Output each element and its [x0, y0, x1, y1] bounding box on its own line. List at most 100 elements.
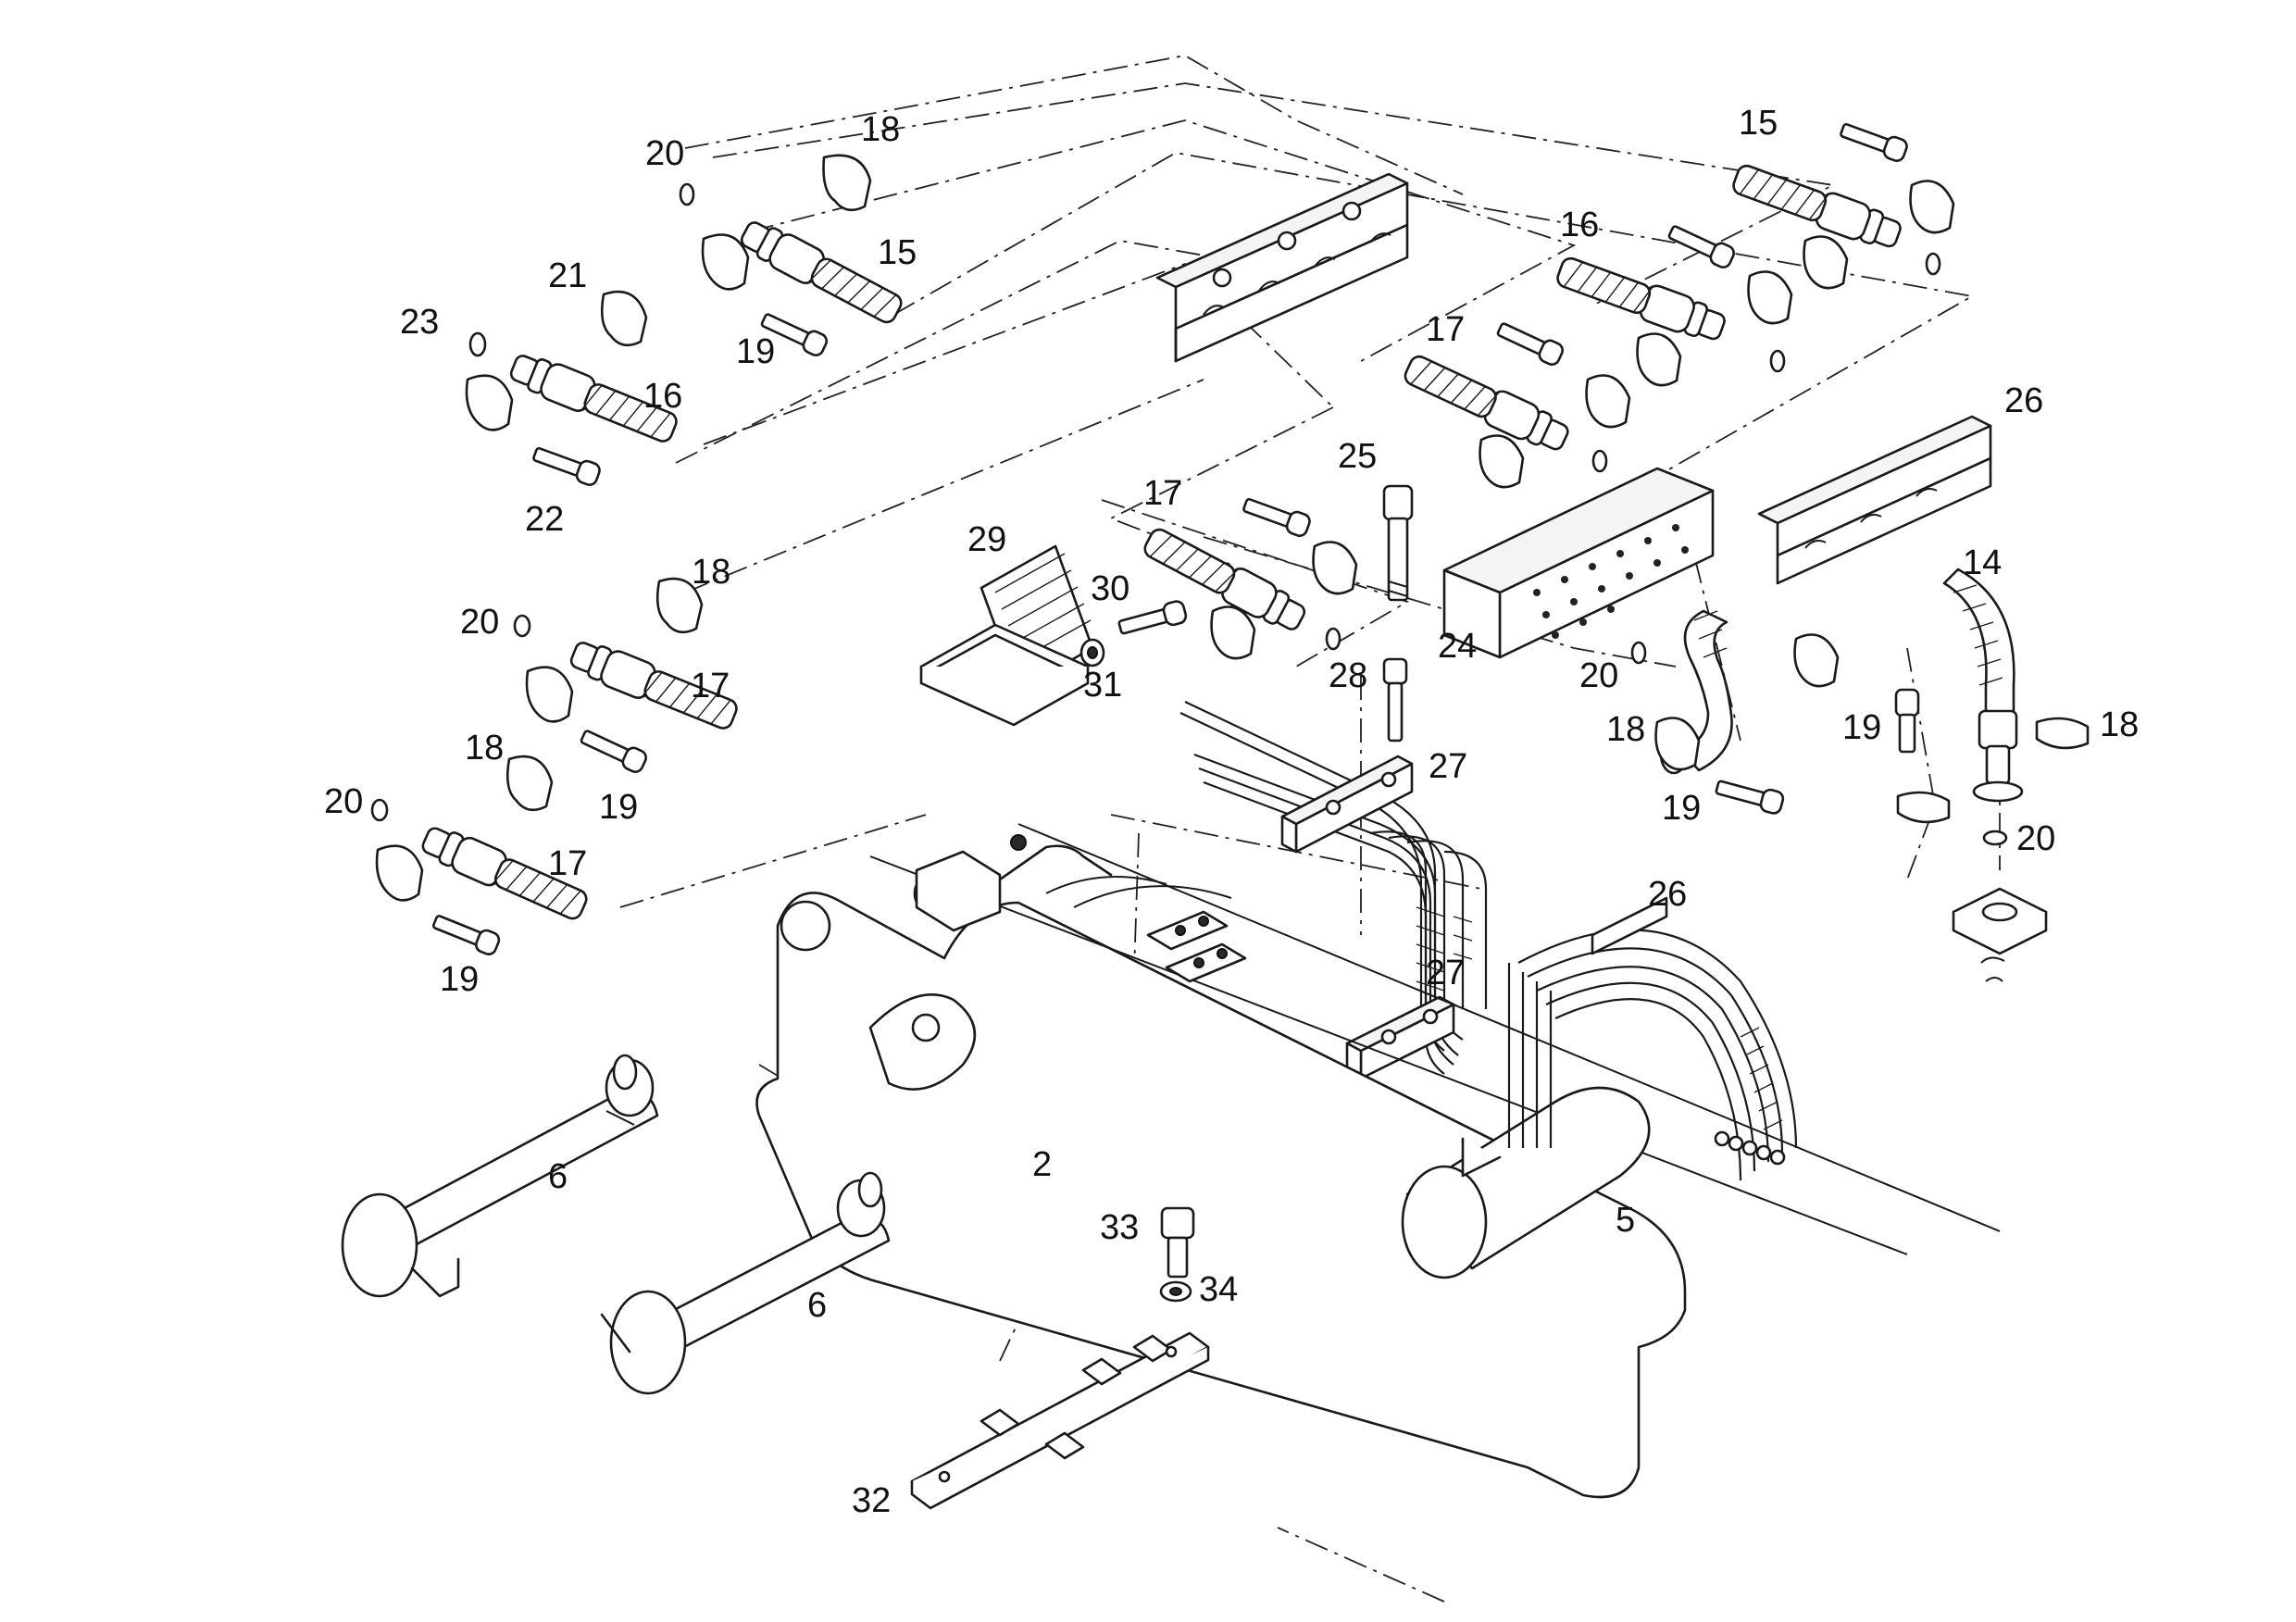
o-ring-17-center — [1325, 627, 1341, 651]
callout-25: 25 — [1338, 437, 1377, 476]
callout-26: 26 — [2004, 381, 2043, 420]
callout-32: 32 — [852, 1481, 891, 1520]
pin-6-lower — [600, 1171, 891, 1395]
bolt-17-right — [1493, 317, 1566, 368]
clamp-half-16-right-a — [1747, 270, 1793, 325]
hose-14 — [1942, 568, 2024, 803]
callout-15: 15 — [878, 233, 917, 272]
flange-base — [1952, 887, 2048, 982]
o-ring-20-right — [1982, 830, 2008, 846]
manifold-block-24 — [1442, 467, 1715, 659]
callout-20: 20 — [324, 782, 363, 821]
callout-19: 19 — [440, 960, 479, 999]
callout-5: 5 — [1616, 1201, 1635, 1240]
callout-6: 6 — [548, 1157, 568, 1196]
callout-34: 34 — [1199, 1270, 1238, 1309]
callout-19: 19 — [1842, 708, 1881, 747]
clamp-half-elbow-a — [1793, 633, 1840, 688]
bolt-17-center — [1240, 493, 1314, 540]
o-ring-17-right — [1591, 449, 1608, 473]
clamp-half-18-right-mid — [1654, 717, 1701, 771]
callout-27: 27 — [1426, 954, 1465, 992]
clamp-block-26-upper — [1757, 415, 1992, 585]
pin-6-upper — [341, 1054, 659, 1298]
step-plate-29 — [919, 544, 1094, 727]
callout-27: 27 — [1429, 747, 1467, 786]
callout-16: 16 — [1560, 206, 1599, 244]
clamp-half-18-mid — [655, 577, 704, 634]
callout-33: 33 — [1100, 1208, 1139, 1247]
clamp-half-17-right-a — [1585, 374, 1631, 429]
callout-22: 22 — [525, 500, 564, 539]
clamp-block-top — [1155, 172, 1409, 363]
clamp-half-21 — [600, 290, 648, 347]
bolt-19-lower — [430, 909, 503, 958]
o-ring-20-upper — [679, 182, 695, 206]
boom-foot-5 — [1401, 1086, 1651, 1279]
o-ring-16-right — [1769, 349, 1786, 373]
callout-6: 6 — [807, 1286, 827, 1325]
callout-17: 17 — [1426, 310, 1465, 349]
washer-31 — [1079, 638, 1105, 668]
bolt-28 — [1382, 657, 1408, 742]
callout-14: 14 — [1963, 543, 2002, 582]
callout-18: 18 — [692, 553, 730, 592]
callout-17: 17 — [691, 667, 730, 705]
callout-26: 26 — [1648, 875, 1687, 914]
clamp-27-lower — [1345, 995, 1455, 1080]
clamp-half-18-right — [2035, 717, 2090, 750]
plate-32 — [910, 1331, 1210, 1510]
bolt-19-mid — [577, 724, 650, 776]
callout-17: 17 — [548, 844, 587, 883]
callout-18: 18 — [1606, 710, 1645, 749]
callout-20: 20 — [645, 134, 684, 173]
clamp-half-15-right — [1803, 235, 1849, 290]
clamp-half-18-upper — [822, 154, 872, 212]
callout-19: 19 — [1662, 789, 1701, 828]
callout-15: 15 — [1739, 104, 1778, 143]
clamp-half-18-lower — [505, 755, 554, 812]
o-ring-20-mid — [513, 614, 531, 638]
callout-31: 31 — [1083, 666, 1122, 705]
clamp-half-17-left-b — [375, 844, 424, 902]
callout-18: 18 — [861, 110, 900, 149]
o-ring-20-lower — [370, 798, 389, 822]
hose-bundle-26-lower — [1507, 896, 1798, 1181]
clamp-half-17-right-b — [1479, 434, 1525, 489]
callout-17: 17 — [1143, 474, 1182, 513]
callout-20: 20 — [460, 603, 499, 642]
callout-30: 30 — [1091, 569, 1129, 608]
callout-18: 18 — [465, 729, 504, 767]
callout-24: 24 — [1438, 627, 1477, 666]
callout-16: 16 — [643, 377, 682, 416]
callout-labels: 18 20 15 21 23 19 16 22 18 20 17 18 19 2… — [324, 104, 2139, 1520]
callout-18: 18 — [2100, 705, 2139, 744]
callout-19: 19 — [599, 788, 638, 827]
o-ring-23 — [468, 331, 487, 357]
boom-2 — [755, 823, 2001, 1499]
callout-20: 20 — [2016, 819, 2055, 858]
clamp-27-upper — [1280, 755, 1414, 854]
bolt-16-right — [1665, 219, 1738, 271]
callout-20: 20 — [1579, 656, 1618, 695]
bolt-19-right-mid — [1713, 775, 1786, 817]
hose-fitting-16-right — [1553, 251, 1730, 348]
bolt-upper-right — [1837, 118, 1911, 165]
clamp-half-17-center-b — [1210, 605, 1256, 660]
o-ring-upper-right — [1925, 252, 1941, 276]
clamp-half-upper-right — [1909, 180, 1955, 234]
bolt-22 — [530, 442, 604, 489]
clamp-half-16-right-b — [1636, 332, 1682, 387]
callout-23: 23 — [400, 303, 439, 342]
clamp-half-17-left-a — [525, 666, 574, 723]
washer-34 — [1159, 1280, 1192, 1303]
bolt-33 — [1160, 1206, 1195, 1279]
callout-29: 29 — [967, 520, 1006, 559]
clamp-half-19-right — [1896, 791, 1951, 824]
callout-21: 21 — [548, 256, 587, 295]
callout-19: 19 — [736, 332, 775, 371]
clamp-half-16-left — [465, 374, 514, 431]
clamp-half-17-center-a — [1312, 541, 1358, 595]
clamp-half-15-left — [701, 233, 750, 291]
